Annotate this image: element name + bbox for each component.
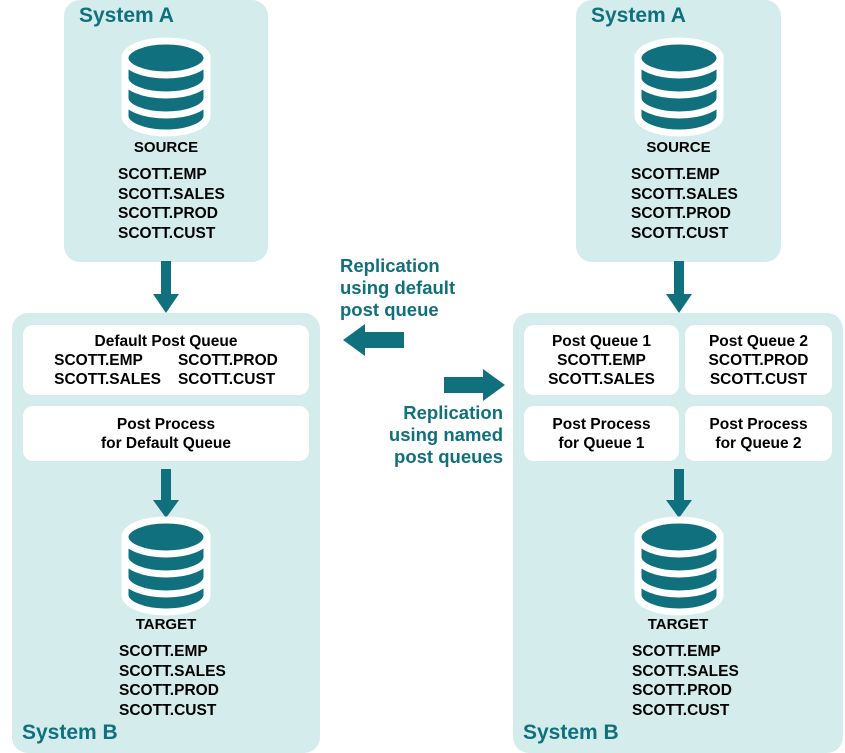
- arrow-down-icon: [152, 469, 180, 519]
- post-process-2-box: Post Process for Queue 2: [685, 406, 832, 461]
- arrow-down-icon: [665, 469, 693, 519]
- table-item: SCOTT.PROD: [631, 205, 731, 222]
- table-item: SCOTT.PROD: [632, 682, 732, 699]
- arrow-down-icon: [665, 261, 693, 314]
- replication-named-label: Replication using named post queues: [350, 402, 503, 468]
- arrow-down-icon: [152, 261, 180, 314]
- replication-default-label: Replication using default post queue: [340, 255, 455, 321]
- table-item: SCOTT.SALES: [631, 185, 738, 203]
- right-target-caption: TARGET: [647, 616, 709, 633]
- process-2-line-2: for Queue 2: [715, 434, 802, 452]
- left-target-caption: TARGET: [135, 616, 197, 633]
- default-post-queue-box: Default Post Queue SCOTT.EMP SCOTT.PROD …: [23, 325, 309, 395]
- database-icon: [117, 36, 215, 138]
- table-item: SCOTT.SALES: [119, 662, 226, 680]
- post-queue-1-box: Post Queue 1 SCOTT.EMP SCOTT.SALES: [524, 325, 679, 395]
- table-item: SCOTT.PROD: [119, 682, 219, 699]
- table-item: SCOTT.CUST: [709, 370, 808, 388]
- arrow-left-icon: [343, 323, 405, 357]
- left-system-b-panel: Default Post Queue SCOTT.EMP SCOTT.PROD …: [12, 313, 320, 753]
- replication-default-line-1: Replication: [340, 255, 440, 276]
- queue-box-title: Default Post Queue: [94, 332, 238, 350]
- table-item: SCOTT.CUST: [632, 701, 730, 719]
- table-item: SCOTT.SALES: [54, 370, 161, 388]
- right-system-b-label: System B: [523, 721, 619, 744]
- database-icon: [630, 515, 728, 617]
- table-item: SCOTT.SALES: [118, 185, 225, 203]
- post-queue-2-box: Post Queue 2 SCOTT.PROD SCOTT.CUST: [685, 325, 832, 395]
- left-system-b-label: System B: [22, 721, 118, 744]
- database-icon: [117, 515, 215, 617]
- queue-1-title: Post Queue 1: [551, 332, 652, 350]
- left-source-table-list: SCOTT.EMP SCOTT.SALES SCOTT.PROD SCOTT.C…: [118, 165, 225, 243]
- right-source-caption: SOURCE: [646, 139, 711, 156]
- left-target-table-list: SCOTT.EMP SCOTT.SALES SCOTT.PROD SCOTT.C…: [119, 642, 226, 720]
- database-icon: [630, 36, 728, 138]
- table-item: SCOTT.CUST: [631, 224, 729, 242]
- table-item: SCOTT.EMP: [632, 643, 721, 660]
- table-item: SCOTT.EMP: [631, 166, 720, 183]
- replication-default-line-2: using default: [340, 277, 456, 298]
- right-target-table-list: SCOTT.EMP SCOTT.SALES SCOTT.PROD SCOTT.C…: [632, 642, 739, 720]
- process-box-line-2: for Default Queue: [100, 434, 232, 452]
- replication-named-line-1: Replication: [403, 402, 503, 423]
- replication-named-line-2: using named: [388, 424, 503, 445]
- process-2-line-1: Post Process: [709, 415, 808, 433]
- right-system-a-label: System A: [591, 4, 686, 27]
- table-item: SCOTT.SALES: [632, 662, 739, 680]
- left-system-a-panel: System A SOURCE SCOTT.EMP SCOTT.SALES SC…: [64, 0, 268, 262]
- post-process-1-box: Post Process for Queue 1: [524, 406, 679, 461]
- default-post-process-box: Post Process for Default Queue: [23, 406, 309, 461]
- process-1-line-1: Post Process: [552, 415, 651, 433]
- replication-default-line-3: post queue: [340, 299, 439, 320]
- right-system-a-panel: System A SOURCE SCOTT.EMP SCOTT.SALES SC…: [576, 0, 781, 262]
- right-system-b-panel: Post Queue 1 SCOTT.EMP SCOTT.SALES Post …: [513, 313, 843, 753]
- process-box-line-1: Post Process: [116, 415, 216, 433]
- queue-box-table-grid: SCOTT.EMP SCOTT.PROD SCOTT.SALES SCOTT.C…: [54, 351, 278, 389]
- table-item: SCOTT.EMP: [118, 166, 207, 183]
- left-system-a-label: System A: [79, 4, 174, 27]
- table-item: SCOTT.EMP: [54, 351, 143, 369]
- arrow-right-icon: [443, 368, 505, 402]
- table-item: SCOTT.PROD: [177, 351, 278, 369]
- table-item: SCOTT.CUST: [177, 370, 276, 388]
- left-source-caption: SOURCE: [133, 139, 199, 156]
- replication-named-line-3: post queues: [394, 446, 503, 467]
- table-item: SCOTT.PROD: [118, 205, 218, 222]
- table-item: SCOTT.EMP: [557, 351, 646, 369]
- process-1-line-2: for Queue 1: [558, 434, 645, 452]
- table-item: SCOTT.EMP: [119, 643, 208, 660]
- table-item: SCOTT.PROD: [708, 351, 809, 369]
- right-source-table-list: SCOTT.EMP SCOTT.SALES SCOTT.PROD SCOTT.C…: [631, 165, 738, 243]
- table-item: SCOTT.CUST: [119, 701, 217, 719]
- table-item: SCOTT.CUST: [118, 224, 216, 242]
- table-item: SCOTT.SALES: [548, 370, 655, 388]
- queue-2-title: Post Queue 2: [708, 332, 809, 350]
